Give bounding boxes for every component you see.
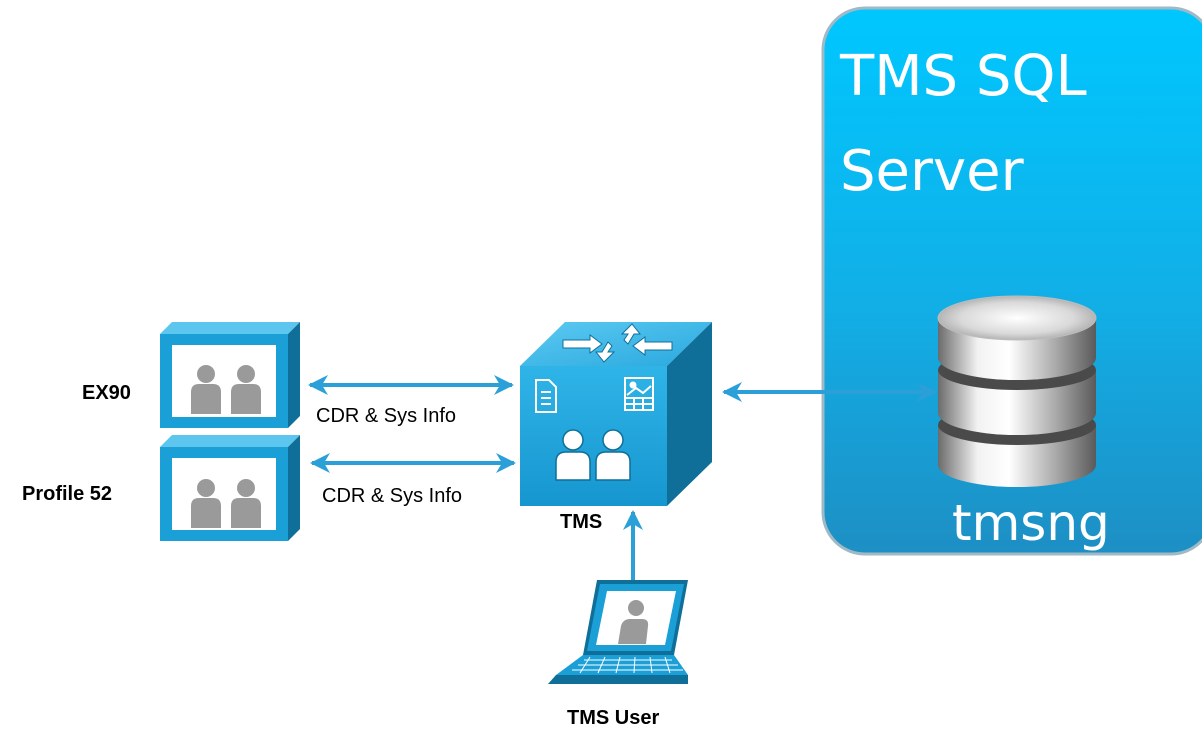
database-cylinder-icon (937, 295, 1097, 487)
video-endpoint-icon (160, 435, 300, 541)
link-label-ex90: CDR & Sys Info (316, 405, 456, 427)
server-title-line1: TMS SQL (839, 44, 1087, 109)
link-ex90-tms: CDR & Sys Info (308, 375, 514, 427)
link-profile52-tms: CDR & Sys Info (310, 453, 516, 507)
management-switch-cube-icon (520, 322, 712, 506)
document-icon (535, 379, 557, 413)
endpoint-label-ex90: EX90 (82, 382, 131, 404)
endpoint-profile-52[interactable]: Profile 52 (22, 435, 300, 541)
calendar-image-icon (624, 377, 654, 411)
tms-node[interactable]: TMS (520, 322, 712, 533)
link-label-profile-52: CDR & Sys Info (322, 485, 462, 507)
endpoint-label-profile-52: Profile 52 (22, 483, 112, 505)
endpoint-ex90[interactable]: EX90 (82, 322, 300, 428)
laptop-user-icon (548, 580, 688, 684)
tms-user-node[interactable]: TMS User (548, 580, 688, 729)
tms-label: TMS (560, 511, 602, 533)
tms-user-label: TMS User (567, 707, 659, 729)
video-endpoint-icon (160, 322, 300, 428)
keyboard-icon (572, 656, 683, 674)
sql-server-panel: TMS SQL Server tmsng (821, 6, 1202, 556)
users-icon (555, 429, 631, 481)
server-title-line2: Server (840, 139, 1025, 204)
database-label: tmsng (952, 494, 1110, 552)
switch-arrows-icon (562, 323, 673, 363)
